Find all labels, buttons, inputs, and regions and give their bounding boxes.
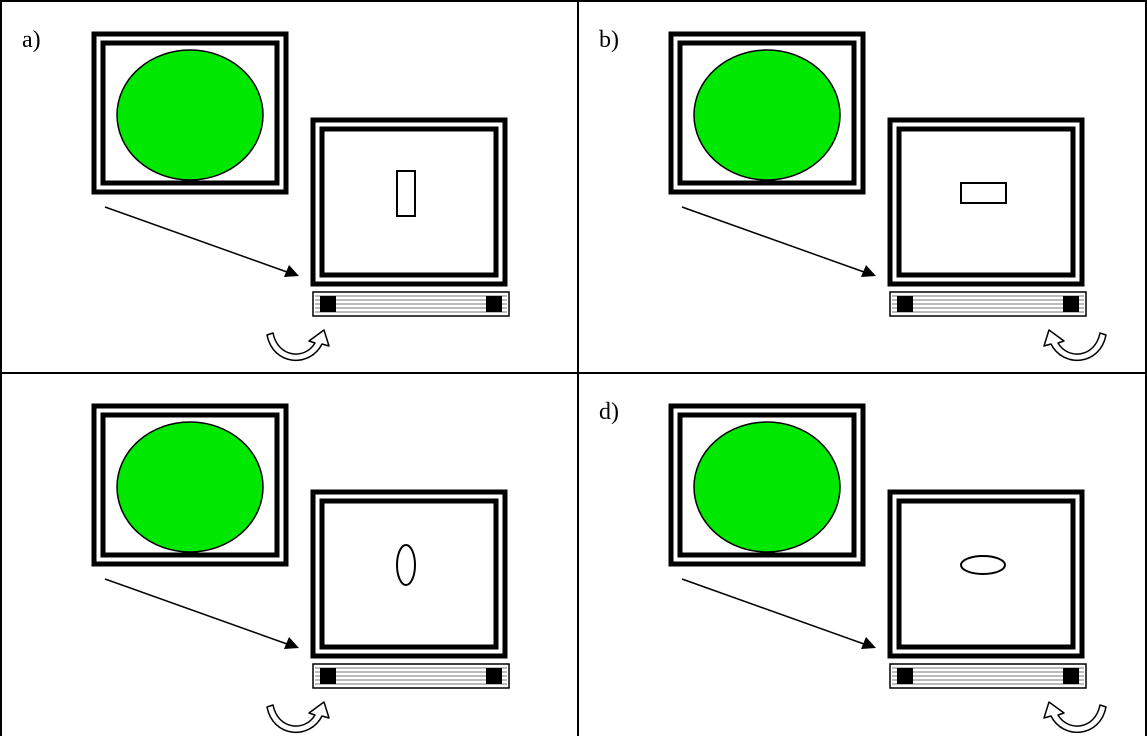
panel-c-computer-monitor-outer-border: [310, 489, 508, 659]
panel-a-display-monitor-inner-border: [100, 40, 280, 186]
rotate-clockwise-icon: [266, 329, 330, 361]
panel-d-label: d): [599, 399, 619, 425]
panel-a-display-monitor-outer-border: [91, 31, 289, 195]
panel-d-test-object: [960, 555, 1006, 575]
panel-c-pointer-arrow-line: [104, 578, 288, 645]
panel-b-display-monitor: [668, 31, 866, 195]
panel-c-display-monitor-outer-border: [91, 403, 289, 567]
panel-c-pointer-arrowhead: [284, 637, 299, 649]
panel-a-test-object: [396, 170, 416, 217]
panel-c-illustration: [91, 403, 510, 733]
panel-d-display-monitor: [668, 403, 866, 567]
panel-d-keyboard-right-key: [1063, 668, 1079, 684]
panel-a-keyboard: [312, 291, 510, 317]
panel-b: b): [579, 2, 1147, 372]
panel-a-computer-monitor: [310, 117, 508, 287]
panel-d-computer-monitor: [887, 489, 1085, 659]
panel-a-label: a): [22, 27, 41, 53]
panel-d-keyboard: [889, 663, 1087, 689]
panel-d-display-monitor-outer-border: [668, 403, 866, 567]
panel-d-illustration: [668, 403, 1107, 733]
panel-b-keyboard: [889, 291, 1087, 317]
panel-b-pointer-arrowhead: [861, 265, 876, 277]
panel-b-green-disc: [693, 49, 841, 181]
rotate-counterclockwise-icon: [1043, 329, 1107, 361]
panel-c-keyboard-right-key: [486, 668, 502, 684]
panel-d-computer-monitor-outer-border: [887, 489, 1085, 659]
rotate-counterclockwise-icon: [1043, 701, 1107, 733]
panel-c: [2, 374, 577, 744]
rotate-clockwise-icon: [266, 701, 330, 733]
panel-b-display-monitor-inner-border: [677, 40, 857, 186]
panel-a-illustration: [91, 31, 510, 361]
panel-d-display-monitor-inner-border: [677, 412, 857, 558]
panel-a-computer-monitor-inner-border: [319, 126, 499, 278]
panel-c-keyboard: [312, 663, 510, 689]
panel-a-computer-monitor-outer-border: [310, 117, 508, 287]
panel-b-keyboard-right-key: [1063, 296, 1079, 312]
panel-d-keyboard-left-key: [897, 668, 913, 684]
panel-c-display-monitor-inner-border: [100, 412, 280, 558]
panel-a-pointer-arrow-line: [104, 206, 288, 273]
panel-c-green-disc: [116, 421, 264, 553]
panel-b-display-monitor-outer-border: [668, 31, 866, 195]
panel-b-computer-monitor-outer-border: [887, 117, 1085, 287]
panel-b-label: b): [599, 27, 619, 53]
vertical-divider: [577, 0, 579, 736]
panel-b-computer-monitor: [887, 117, 1085, 287]
panel-d-pointer-arrowhead: [861, 637, 876, 649]
panel-a-keyboard-right-key: [486, 296, 502, 312]
panel-b-test-object: [960, 182, 1007, 204]
panel-b-keyboard-left-key: [897, 296, 913, 312]
panel-c-test-object: [396, 544, 416, 586]
panel-d-pointer-arrow-line: [681, 578, 865, 645]
panel-a-display-monitor: [91, 31, 289, 195]
panel-c-computer-monitor: [310, 489, 508, 659]
panel-b-illustration: [668, 31, 1107, 361]
panel-a: a): [2, 2, 577, 372]
panel-d: d): [579, 374, 1147, 744]
panel-c-display-monitor: [91, 403, 289, 567]
panel-c-computer-monitor-inner-border: [319, 498, 499, 650]
panel-b-pointer-arrow-line: [681, 206, 865, 273]
panel-a-green-disc: [116, 49, 264, 181]
panel-a-pointer-arrowhead: [284, 265, 299, 277]
panel-a-keyboard-left-key: [320, 296, 336, 312]
panel-d-green-disc: [693, 421, 841, 553]
horizontal-divider: [0, 372, 1147, 374]
panel-d-computer-monitor-inner-border: [896, 498, 1076, 650]
panel-b-computer-monitor-inner-border: [896, 126, 1076, 278]
panel-c-keyboard-left-key: [320, 668, 336, 684]
